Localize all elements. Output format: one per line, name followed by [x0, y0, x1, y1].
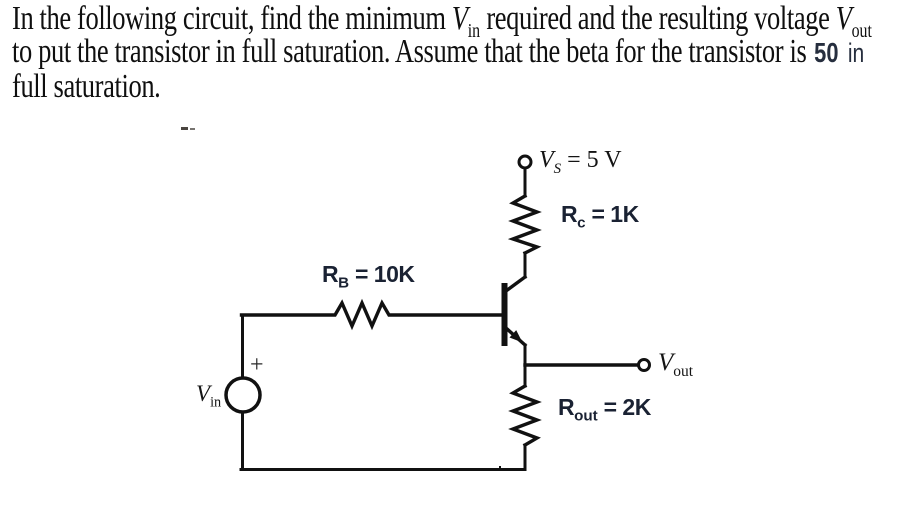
vs-symbol: V — [539, 147, 554, 173]
rout-label: Rout = 2K — [558, 394, 652, 424]
problem-text: full saturation. — [12, 68, 161, 105]
npn-transistor-icon — [501, 274, 528, 348]
vin-label: Vin — [196, 381, 221, 410]
rb-value: = 10K — [349, 261, 415, 287]
vin-plus-polarity: + — [250, 352, 264, 378]
rc-subscript: c — [577, 214, 586, 232]
problem-text: to put the transistor in full saturation… — [12, 33, 807, 70]
vs-subscript: S — [553, 160, 562, 177]
rb-label: RB = 10K — [322, 261, 415, 291]
ground-return-wire — [239, 466, 527, 471]
scan-artifact — [181, 127, 197, 131]
vout-subscript: out — [851, 19, 872, 42]
vin-symbol: V — [196, 381, 211, 406]
rout-subscript: out — [574, 407, 598, 425]
vout-symbol: V — [835, 0, 852, 37]
problem-text: In the following circuit, find the minim… — [12, 0, 452, 37]
rb-symbol: R — [322, 261, 339, 287]
rc-symbol: R — [561, 201, 578, 227]
rb-subscript: B — [338, 274, 350, 292]
vout-label: Vout — [658, 349, 694, 380]
vs-label: VS = 5 V — [539, 147, 622, 177]
problem-line-3: full saturation. — [12, 68, 872, 105]
problem-statement: In the following circuit, find the minim… — [12, 0, 872, 105]
problem-text: required and the resulting voltage — [480, 0, 836, 37]
vs-value: = 5 V — [561, 147, 622, 173]
problem-line-2: to put the transistor in full saturation… — [12, 35, 872, 70]
rc-value: = 1K — [585, 201, 639, 227]
vout-symbol: V — [658, 349, 674, 376]
rout-resistor — [508, 383, 542, 471]
rout-value: = 2K — [597, 394, 652, 420]
vin-subscript: in — [210, 394, 222, 411]
rb-resistor — [239, 298, 504, 331]
rc-resistor — [507, 193, 542, 279]
vin-symbol: V — [451, 0, 468, 37]
rc-label: Rc = 1K — [561, 201, 639, 231]
vs-terminal — [517, 154, 533, 198]
beta-unit-text: in — [847, 38, 865, 68]
vout-terminal — [523, 358, 651, 372]
vin-source — [224, 313, 262, 471]
vin-subscript: in — [467, 19, 481, 42]
beta-value: 50 — [814, 37, 839, 68]
problem-line-1: In the following circuit, find the minim… — [12, 0, 872, 41]
vout-subscript: out — [673, 363, 694, 380]
rout-symbol: R — [558, 394, 575, 420]
